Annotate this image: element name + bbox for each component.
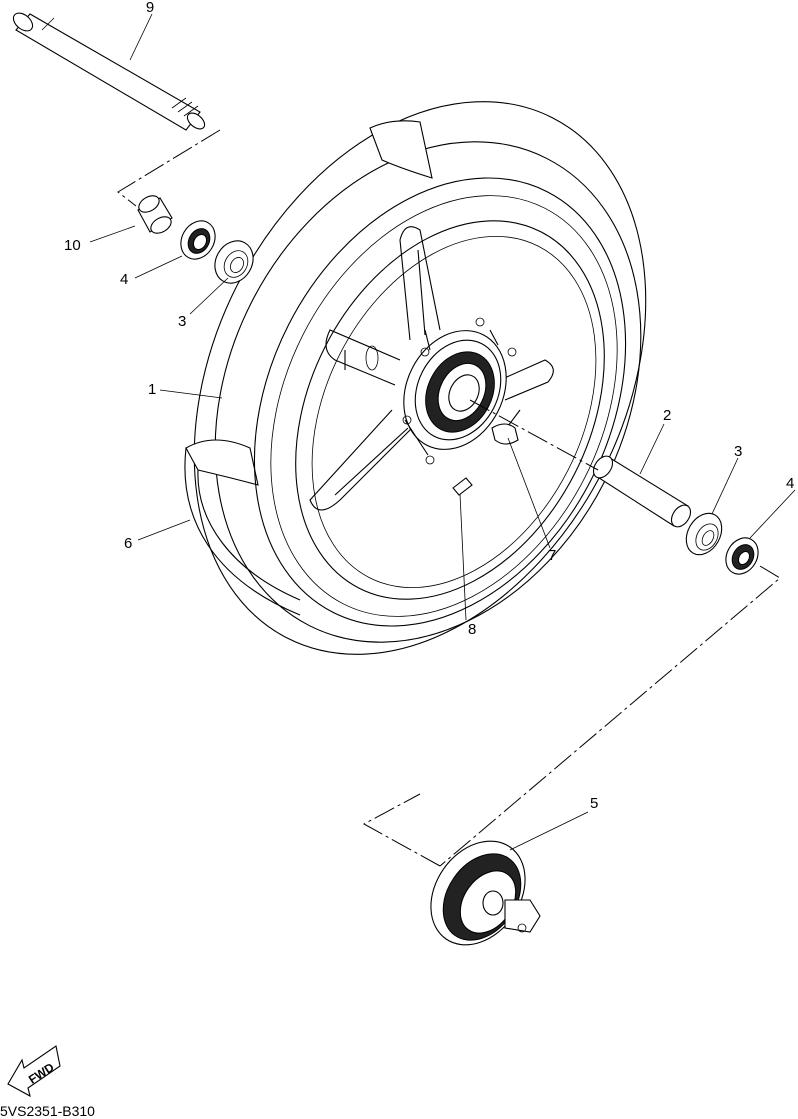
wheel-spokes [309,226,554,511]
rim [253,177,627,627]
hub-spacer-collar [491,423,519,445]
callout-4-left: 4 [120,271,128,288]
front-wheel-assembly [184,101,647,655]
callout-7: 7 [548,547,556,564]
wheel-axle [12,12,206,131]
drawing-code: 5VS2351-B310 [0,1103,95,1119]
callout-3-left: 3 [178,313,186,330]
tire-valve [452,477,473,496]
wheel-hub [402,317,521,465]
assembly-centerlines [117,129,781,867]
callout-8: 8 [468,621,476,638]
callout-1: 1 [148,381,156,398]
axle-collar [137,195,173,234]
callout-2: 2 [663,407,671,424]
bearing-left [214,240,254,284]
callout-5: 5 [590,795,598,812]
tire [184,101,647,655]
callout-3-right: 3 [734,443,742,460]
callout-6: 6 [124,535,132,552]
callout-9: 9 [146,0,154,16]
forward-direction-arrow: FWD [7,1045,61,1098]
oil-seal-right [725,537,759,575]
callout-labels: 9 10 4 3 1 6 2 3 4 7 8 5 [64,0,794,812]
speedometer-gear-unit [430,840,541,946]
callout-10: 10 [64,237,81,254]
callout-4-right: 4 [786,475,794,492]
bearing-right [685,512,723,556]
leader-lines [89,13,796,851]
wheel-spacer [592,455,692,528]
oil-seal-left [180,220,216,260]
